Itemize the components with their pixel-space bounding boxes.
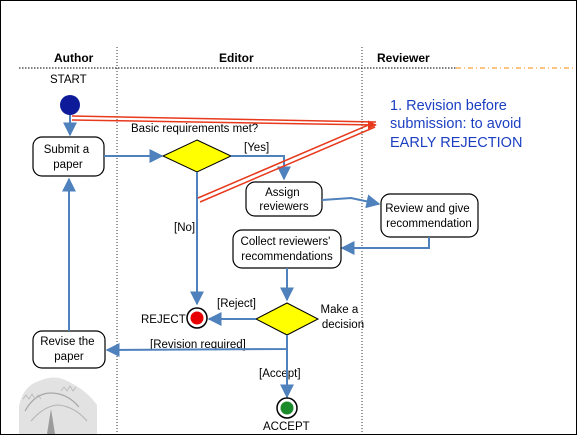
submit-paper-label: Submit a paper xyxy=(44,144,93,171)
revision-required-edge-label: [Revision required] xyxy=(150,339,246,351)
accept-end-node xyxy=(280,401,294,415)
make-decision-diamond xyxy=(254,302,320,336)
make-decision-label: Make a decision xyxy=(321,304,365,331)
revise-paper-label: Revise the paper xyxy=(40,336,98,363)
reject-label: REJECT xyxy=(141,314,186,326)
collect-recommendations-label: Collect reviewers' recommendations xyxy=(241,236,334,263)
callout-arrow-diagonal xyxy=(197,122,376,203)
requirements-question-label: Basic requirements met? xyxy=(131,123,258,135)
start-label: START xyxy=(50,74,87,86)
review-recommendation-label: Review and give recommendation xyxy=(385,203,473,230)
tree-illustration xyxy=(19,377,97,434)
arrow-assign-to-review xyxy=(321,194,381,209)
lane-header-reviewer: Reviewer xyxy=(377,51,430,65)
arrow-yes-to-assign xyxy=(231,155,291,181)
lane-header-editor: Editor xyxy=(219,51,254,65)
start-node xyxy=(60,95,80,115)
callout-arrow-top xyxy=(71,115,377,130)
accept-label: ACCEPT xyxy=(263,421,310,433)
reject-end-node xyxy=(190,311,204,325)
yes-edge-label: [Yes] xyxy=(244,142,269,154)
revision-callout-text: 1. Revision before submission: to avoid … xyxy=(390,98,525,151)
review-recommendation-node xyxy=(380,193,479,238)
arrow-review-to-collect xyxy=(340,237,430,255)
accept-edge-label: [Accept] xyxy=(259,368,301,380)
no-edge-label: [No] xyxy=(174,222,195,234)
requirements-decision-diamond xyxy=(161,139,233,173)
reject-edge-label: [Reject] xyxy=(217,298,256,310)
lane-header-author: Author xyxy=(54,51,94,65)
assign-reviewers-label: Assign reviewers xyxy=(259,187,308,213)
